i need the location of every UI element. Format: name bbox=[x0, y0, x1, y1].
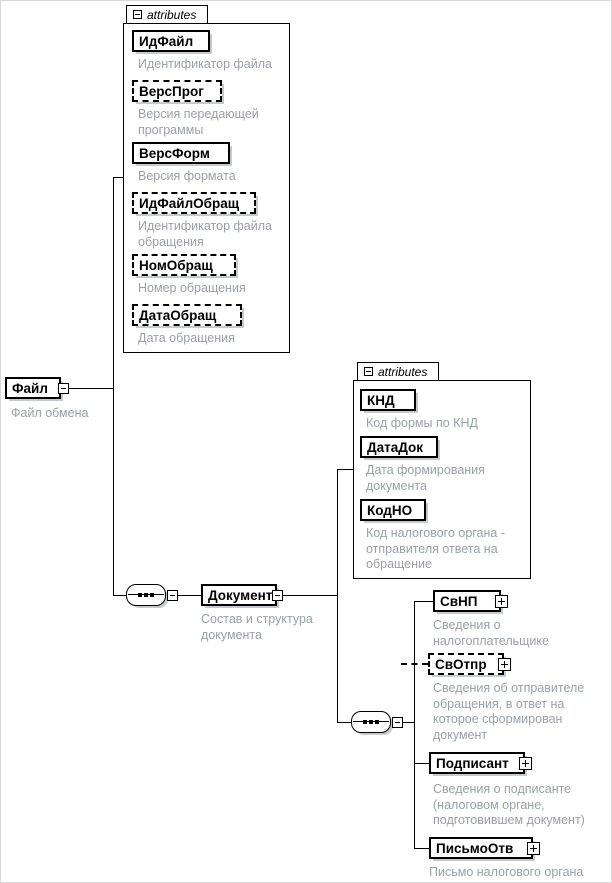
document-attributes-tab[interactable]: attributes bbox=[357, 362, 439, 381]
connector-line bbox=[415, 848, 429, 849]
attribute-versform-caption: Версия формата bbox=[138, 169, 236, 183]
document-attributes-group-box bbox=[353, 380, 531, 579]
connector-line bbox=[114, 595, 126, 596]
connector-line bbox=[415, 763, 429, 764]
document-collapse-toggle-icon[interactable] bbox=[272, 590, 283, 601]
attribute-knd-box[interactable]: КНД bbox=[360, 389, 416, 411]
attribute-idfile-caption: Идентификатор файла bbox=[138, 57, 272, 71]
attribute-versform-box[interactable]: ВерсФорм bbox=[132, 142, 230, 164]
connector-line bbox=[337, 469, 338, 723]
attribute-label: ВерсФорм bbox=[139, 145, 210, 161]
file-attributes-tab[interactable]: attributes bbox=[126, 5, 208, 24]
sequence-collapse-toggle-icon[interactable] bbox=[392, 717, 403, 728]
attribute-versprog-caption: Версия передающей программы bbox=[138, 107, 259, 137]
file-attributes-group-box bbox=[123, 23, 290, 353]
sequence-indicator-icon[interactable] bbox=[126, 584, 166, 606]
element-svotpr-caption: Сведения об отправителе обращения, в отв… bbox=[433, 681, 585, 742]
attribute-nomobr-caption: Номер обращения bbox=[138, 281, 246, 295]
sequence-indicator-icon[interactable] bbox=[351, 711, 391, 733]
element-podpisant-box[interactable]: Подписант bbox=[429, 752, 525, 774]
attribute-kodno-box[interactable]: КодНО bbox=[360, 499, 426, 521]
connector-line bbox=[178, 595, 201, 596]
attribute-idfile-box[interactable]: ИдФайл bbox=[132, 30, 210, 52]
collapse-minus-icon[interactable] bbox=[364, 367, 373, 376]
attribute-idfileobr-caption: Идентификатор файла обращения bbox=[138, 219, 272, 249]
element-svnp-label: СвНП bbox=[440, 593, 478, 609]
pismootv-expand-toggle-icon[interactable] bbox=[527, 842, 540, 855]
podpisant-expand-toggle-icon[interactable] bbox=[519, 757, 532, 770]
element-svotpr-label: СвОтпр bbox=[435, 656, 487, 672]
connector-line bbox=[338, 469, 353, 470]
svotpr-expand-toggle-icon[interactable] bbox=[498, 658, 511, 671]
attribute-label: КНД bbox=[367, 392, 395, 408]
connector-line-dashed bbox=[401, 663, 428, 665]
attribute-label: ДатаДок bbox=[367, 439, 424, 455]
attribute-label: ИдФайл bbox=[139, 33, 194, 49]
attribute-datadok-caption: Дата формирования документа bbox=[366, 463, 485, 493]
connector-line bbox=[113, 177, 114, 596]
collapse-minus-icon[interactable] bbox=[133, 10, 142, 19]
element-podpisant-caption: Сведения о подписанте (налоговом органе,… bbox=[433, 782, 585, 827]
connector-line bbox=[277, 595, 337, 596]
attributes-tab-label: attributes bbox=[378, 364, 428, 379]
element-pismootv-caption: Письмо налогового органа bbox=[429, 865, 584, 879]
element-pismootv-box[interactable]: ПисьмоОтв bbox=[429, 837, 533, 859]
connector-line bbox=[338, 722, 351, 723]
attribute-label: КодНО bbox=[367, 502, 413, 518]
attribute-versprog-box[interactable]: ВерсПрог bbox=[132, 80, 222, 102]
file-collapse-toggle-icon[interactable] bbox=[58, 383, 69, 394]
element-svnp-box[interactable]: СвНП bbox=[433, 590, 501, 612]
attribute-dataobr-caption: Дата обращения bbox=[138, 331, 235, 345]
element-file-label: Файл bbox=[12, 380, 48, 396]
attribute-datadok-box[interactable]: ДатаДок bbox=[360, 436, 438, 458]
element-file-caption: Файл обмена bbox=[11, 406, 89, 420]
attribute-dataobr-box[interactable]: ДатаОбращ bbox=[132, 304, 242, 326]
connector-line bbox=[414, 601, 415, 849]
attribute-label: НомОбращ bbox=[139, 257, 213, 273]
element-document-caption: Состав и структура документа bbox=[201, 612, 313, 642]
connector-line bbox=[403, 722, 414, 723]
attributes-tab-label: attributes bbox=[147, 7, 197, 22]
attribute-label: ДатаОбращ bbox=[139, 307, 217, 323]
attribute-nomobr-box[interactable]: НомОбращ bbox=[132, 254, 236, 276]
element-svotpr-box[interactable]: СвОтпр bbox=[428, 653, 504, 675]
attribute-label: ИдФайлОбращ bbox=[139, 195, 240, 211]
connector-line bbox=[69, 388, 113, 389]
connector-line bbox=[114, 177, 123, 178]
element-file-box[interactable]: Файл bbox=[5, 377, 61, 399]
attribute-kodno-caption: Код налогового органа - отправителя отве… bbox=[366, 526, 505, 571]
connector-line bbox=[415, 601, 433, 602]
attribute-label: ВерсПрог bbox=[139, 83, 204, 99]
attribute-knd-caption: Код формы по КНД bbox=[366, 416, 478, 430]
sequence-collapse-toggle-icon[interactable] bbox=[167, 590, 178, 601]
element-document-label: Документ bbox=[208, 587, 273, 603]
element-podpisant-label: Подписант bbox=[436, 755, 509, 771]
element-svnp-caption: Сведения о налогоплательщике bbox=[433, 618, 549, 648]
svnp-expand-toggle-icon[interactable] bbox=[495, 595, 508, 608]
attribute-idfileobr-box[interactable]: ИдФайлОбращ bbox=[132, 192, 256, 214]
element-document-box[interactable]: Документ bbox=[201, 584, 277, 606]
element-pismootv-label: ПисьмоОтв bbox=[436, 840, 514, 856]
